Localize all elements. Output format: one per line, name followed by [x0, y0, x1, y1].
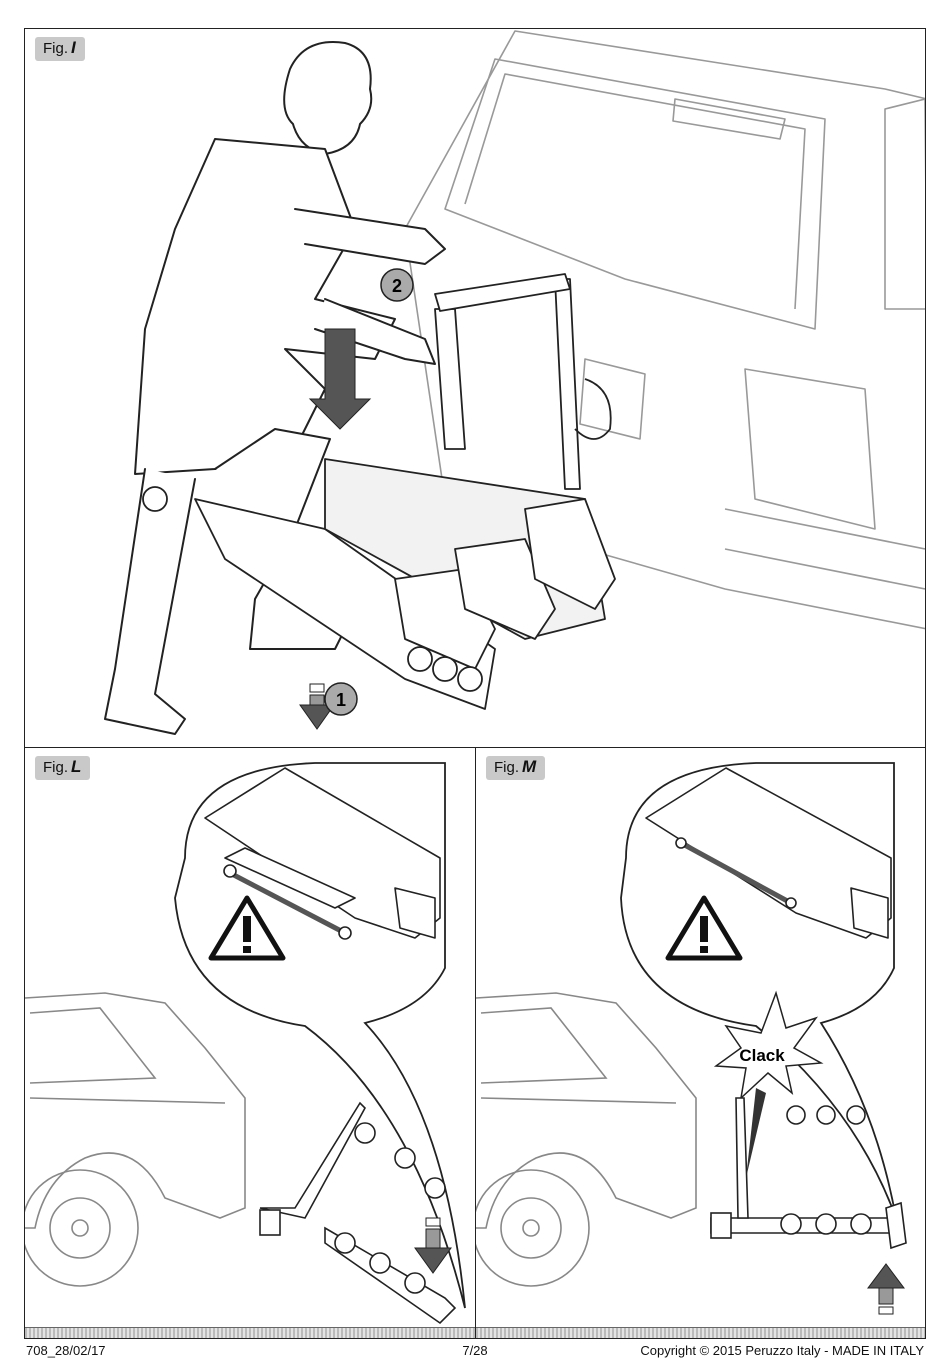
- person-leg-back: [104, 468, 196, 735]
- tail-light-lens-1: [407, 646, 433, 672]
- release-bar-unlocked: [228, 870, 347, 936]
- tail-light: [744, 368, 876, 530]
- figure-m-label: Fig.M: [486, 756, 546, 780]
- tail-light-lens-2: [432, 656, 458, 682]
- footer-copyright: Copyright © 2015 Peruzzo Italy - MADE IN…: [640, 1343, 924, 1358]
- figure-i-illustration: 2 1: [104, 30, 925, 735]
- figure-l-prefix: Fig.: [43, 759, 69, 776]
- figure-m-prefix: Fig.: [494, 759, 520, 776]
- clack-burst-icon: Clack: [713, 990, 824, 1178]
- ground-line: [25, 1327, 475, 1338]
- step-badge-1: 1: [324, 682, 358, 716]
- wheel-cradle-3: [524, 498, 616, 610]
- figure-i-prefix: Fig.: [43, 40, 69, 57]
- figure-i-letter: I: [71, 38, 76, 57]
- warning-triangle-icon: [665, 895, 743, 961]
- figure-i-panel: Fig.I: [24, 28, 926, 748]
- person-head: [283, 41, 373, 155]
- figure-l-letter: L: [71, 757, 82, 776]
- license-plate: [579, 358, 646, 440]
- figure-m-panel: Fig.M Clack: [475, 747, 926, 1339]
- detail-carrier-close-up: [204, 767, 441, 940]
- wheel-cradle-2: [454, 538, 556, 640]
- footer-page-number: 7/28: [462, 1343, 488, 1358]
- step-number-2: 2: [392, 276, 402, 296]
- person-arm-upper: [294, 208, 446, 265]
- car-side-view: [476, 992, 697, 1287]
- tail-light-lens-3: [457, 666, 483, 692]
- rear-window: [444, 58, 826, 330]
- footer-doc-code: 708_28/02/17: [26, 1343, 106, 1358]
- figure-l-label: Fig.L: [35, 756, 91, 780]
- figure-m-illustration: Clack: [476, 762, 907, 1315]
- step-number-1: 1: [336, 690, 346, 710]
- person-arm-lower: [314, 298, 436, 365]
- figure-l-panel: Fig.L: [24, 747, 476, 1339]
- ground-line: [476, 1327, 925, 1338]
- figure-i-label: Fig.I: [35, 37, 85, 61]
- figure-l-illustration: [25, 762, 466, 1325]
- lift-up-arrow-icon: [867, 1263, 905, 1315]
- tilt-down-arrow-icon: [414, 1217, 452, 1274]
- carrier-frame-arm: [434, 308, 466, 450]
- person-torso: [134, 138, 396, 475]
- release-bar-locked: [679, 840, 793, 906]
- car-side-view: [25, 992, 246, 1287]
- step-badge-2: 2: [380, 268, 414, 302]
- car-rear-outline: [404, 30, 925, 630]
- detail-carrier-close-up: [645, 767, 892, 939]
- figure-m-letter: M: [522, 757, 537, 776]
- carrier-locked-horizontal: [710, 1097, 907, 1250]
- warning-triangle-icon: [208, 895, 286, 961]
- tilt-arrow-down: [308, 328, 372, 430]
- clack-sound-label: Clack: [739, 1046, 785, 1065]
- bike-carrier: [142, 273, 616, 710]
- push-arrow-down: [299, 683, 335, 730]
- carrier-tilted-down: [259, 1101, 457, 1325]
